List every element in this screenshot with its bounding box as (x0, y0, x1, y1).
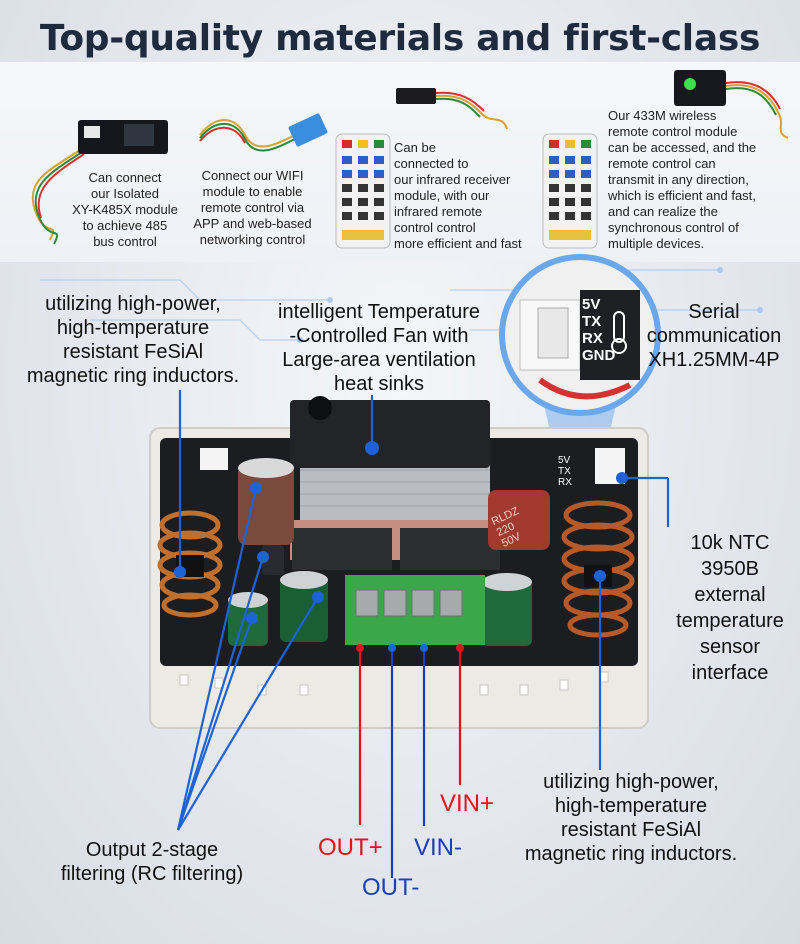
caption-line: module, with our (394, 188, 490, 203)
vin-minus-label: VIN- (414, 834, 462, 861)
wireless-caption: Our 433M wireless remote control module … (608, 108, 793, 252)
callout-line: magnetic ring inductors. (524, 843, 738, 865)
wifi-caption: Connect our WIFI module to enable remote… (185, 168, 320, 248)
callout-line: temperature (676, 610, 784, 632)
callout-line: Large-area ventilation (282, 349, 476, 371)
pin-label-tx: TX (582, 313, 602, 330)
callout-line: Output 2-stage (85, 839, 219, 861)
relay-pin-marks: 5V TX RX (558, 455, 588, 488)
zoom-pin-labels: 5V TX RX GND (582, 296, 622, 364)
caption-line: to achieve 485 (82, 218, 168, 233)
caption-line: infrared remote (394, 204, 483, 219)
rs485-module-image (31, 120, 168, 245)
callout-line: resistant FeSiAl (62, 341, 204, 363)
caption-line: remote control via (200, 200, 305, 215)
caption-line: transmit in any direction, (608, 172, 749, 187)
callout-line: magnetic ring inductors. (26, 365, 240, 387)
pin-mark: RX (558, 477, 572, 488)
caption-line: connected to (394, 156, 469, 171)
pin-mark: TX (558, 466, 571, 477)
caption-line: networking control (199, 232, 306, 247)
caption-line: remote control module (608, 124, 738, 139)
callout-line: intelligent Temperature (278, 301, 480, 323)
callout-line: filtering (RC filtering) (60, 863, 244, 885)
callout-line: 10k NTC (690, 532, 770, 554)
caption-line: more efficient and fast (394, 236, 522, 251)
callout-line: sensor (699, 636, 761, 658)
infrared-caption: Can be connected to our infrared receive… (394, 140, 544, 252)
callout-line: XH1.25MM-4P (648, 349, 780, 371)
infrared-receiver-image (396, 88, 508, 130)
caption-line: module to enable (202, 184, 303, 199)
caption-line: synchronous control of (608, 220, 739, 235)
wireless-remote-image (542, 133, 598, 249)
caption-line: APP and web-based (193, 216, 312, 231)
rs485-caption: Can connect our Isolated XY-K485X module… (60, 170, 190, 250)
callout-line: interface (691, 662, 769, 684)
callout-line: external (694, 584, 766, 606)
caption-line: control control (394, 220, 476, 235)
callout-line: heat sinks (333, 373, 425, 395)
callout-line: resistant FeSiAl (560, 819, 702, 841)
caption-line: Can be (394, 140, 436, 155)
ntc-callout: 10k NTC 3950B external temperature senso… (660, 530, 800, 686)
caption-line: our infrared receiver (394, 172, 511, 187)
fan-callout: intelligent Temperature -Controlled Fan … (254, 300, 504, 396)
callout-line: high-temperature (554, 795, 708, 817)
pin-label-5v: 5V (582, 296, 601, 313)
caption-line: our Isolated (91, 186, 159, 201)
callout-line: utilizing high-power, (45, 293, 221, 315)
pin-label-gnd: GND (582, 347, 616, 364)
caption-line: multiple devices. (608, 236, 705, 251)
caption-line: and can realize the (608, 204, 718, 219)
callout-line: high-temperature (56, 317, 210, 339)
inductor-callout-bottom: utilizing high-power, high-temperature r… (500, 770, 762, 866)
out-plus-label: OUT+ (318, 834, 383, 861)
caption-line: which is efficient and fast, (608, 188, 756, 203)
caption-line: XY-K485X module (72, 202, 178, 217)
callout-line: utilizing high-power, (543, 771, 719, 793)
caption-line: Can connect (88, 170, 162, 185)
caption-line: can be accessed, and the (608, 140, 757, 155)
filter-callout: Output 2-stage filtering (RC filtering) (28, 838, 276, 886)
callout-line: -Controlled Fan with (289, 325, 469, 347)
caption-line: bus control (93, 234, 157, 249)
wireless-module-image (674, 70, 789, 139)
pin-mark: 5V (558, 455, 571, 466)
pin-label-rx: RX (582, 330, 603, 347)
caption-line: Our 433M wireless (608, 108, 717, 123)
serial-callout: Serial communication XH1.25MM-4P (632, 300, 796, 372)
callout-line: 3950B (701, 558, 759, 580)
wifi-module-image (199, 113, 328, 152)
inductor-callout-top: utilizing high-power, high-temperature r… (4, 292, 262, 388)
callout-line: communication (646, 325, 782, 347)
vin-plus-label: VIN+ (440, 790, 495, 817)
caption-line: Connect our WIFI (201, 168, 304, 183)
out-minus-label: OUT- (362, 874, 420, 901)
caption-line: remote control can (608, 156, 716, 171)
callout-line: Serial (688, 301, 740, 323)
infrared-remote-image (335, 133, 391, 249)
